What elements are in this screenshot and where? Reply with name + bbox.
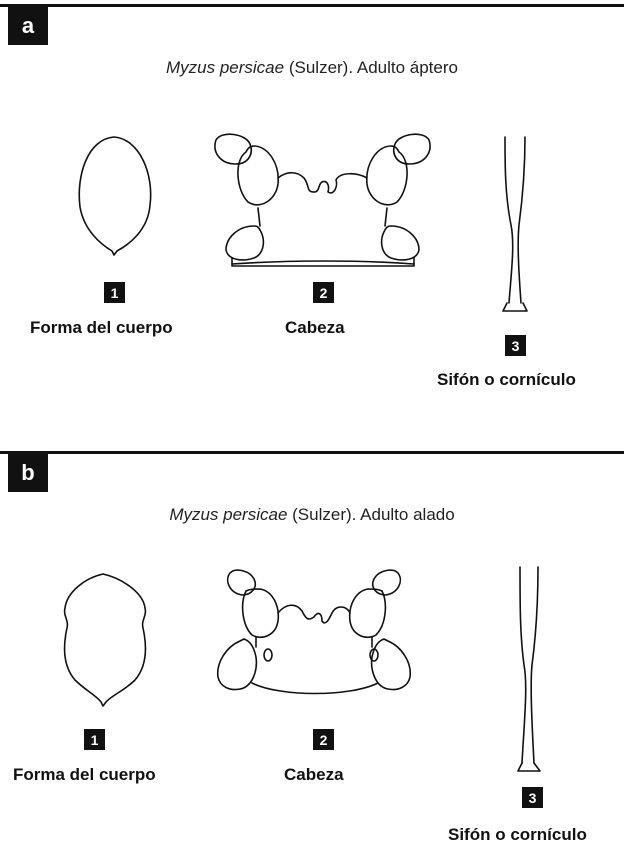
caption-detail: (Sulzer). Adulto áptero	[284, 58, 458, 77]
item-number-badge: 2	[313, 729, 334, 750]
species-name: Myzus persicae	[169, 505, 288, 524]
item-number-badge: 3	[505, 335, 526, 356]
item-label: Cabeza	[285, 318, 345, 337]
species-name: Myzus persicae	[166, 58, 285, 77]
panel-letter-badge: a	[8, 7, 48, 45]
panel-caption: Myzus persicae (Sulzer). Adulto áptero	[0, 58, 624, 78]
item-label: Forma del cuerpo	[13, 765, 156, 784]
panel-divider	[0, 4, 624, 7]
body-shape-drawing	[63, 573, 147, 707]
head-drawing	[214, 133, 431, 267]
item-label: Forma del cuerpo	[30, 318, 173, 337]
item-label: Sifón o cornículo	[448, 825, 587, 844]
body-shape-drawing	[78, 136, 152, 256]
panel-a: a Myzus persicae (Sulzer). Adulto áptero…	[0, 0, 624, 420]
item-number-badge: 1	[104, 282, 125, 303]
siphunculus-drawing	[502, 136, 528, 312]
panel-letter-badge: b	[8, 454, 48, 492]
item-number-badge: 3	[522, 787, 543, 808]
item-number-badge: 2	[313, 282, 334, 303]
item-number-badge: 1	[84, 729, 105, 750]
siphunculus-drawing	[517, 566, 541, 772]
item-label: Sifón o cornículo	[437, 370, 576, 389]
panel-b: b Myzus persicae (Sulzer). Adulto alado …	[0, 447, 624, 847]
panel-divider	[0, 451, 624, 454]
panel-caption: Myzus persicae (Sulzer). Adulto alado	[0, 505, 624, 525]
caption-detail: (Sulzer). Adulto alado	[287, 505, 455, 524]
item-label: Cabeza	[284, 765, 344, 784]
head-drawing	[216, 569, 412, 695]
